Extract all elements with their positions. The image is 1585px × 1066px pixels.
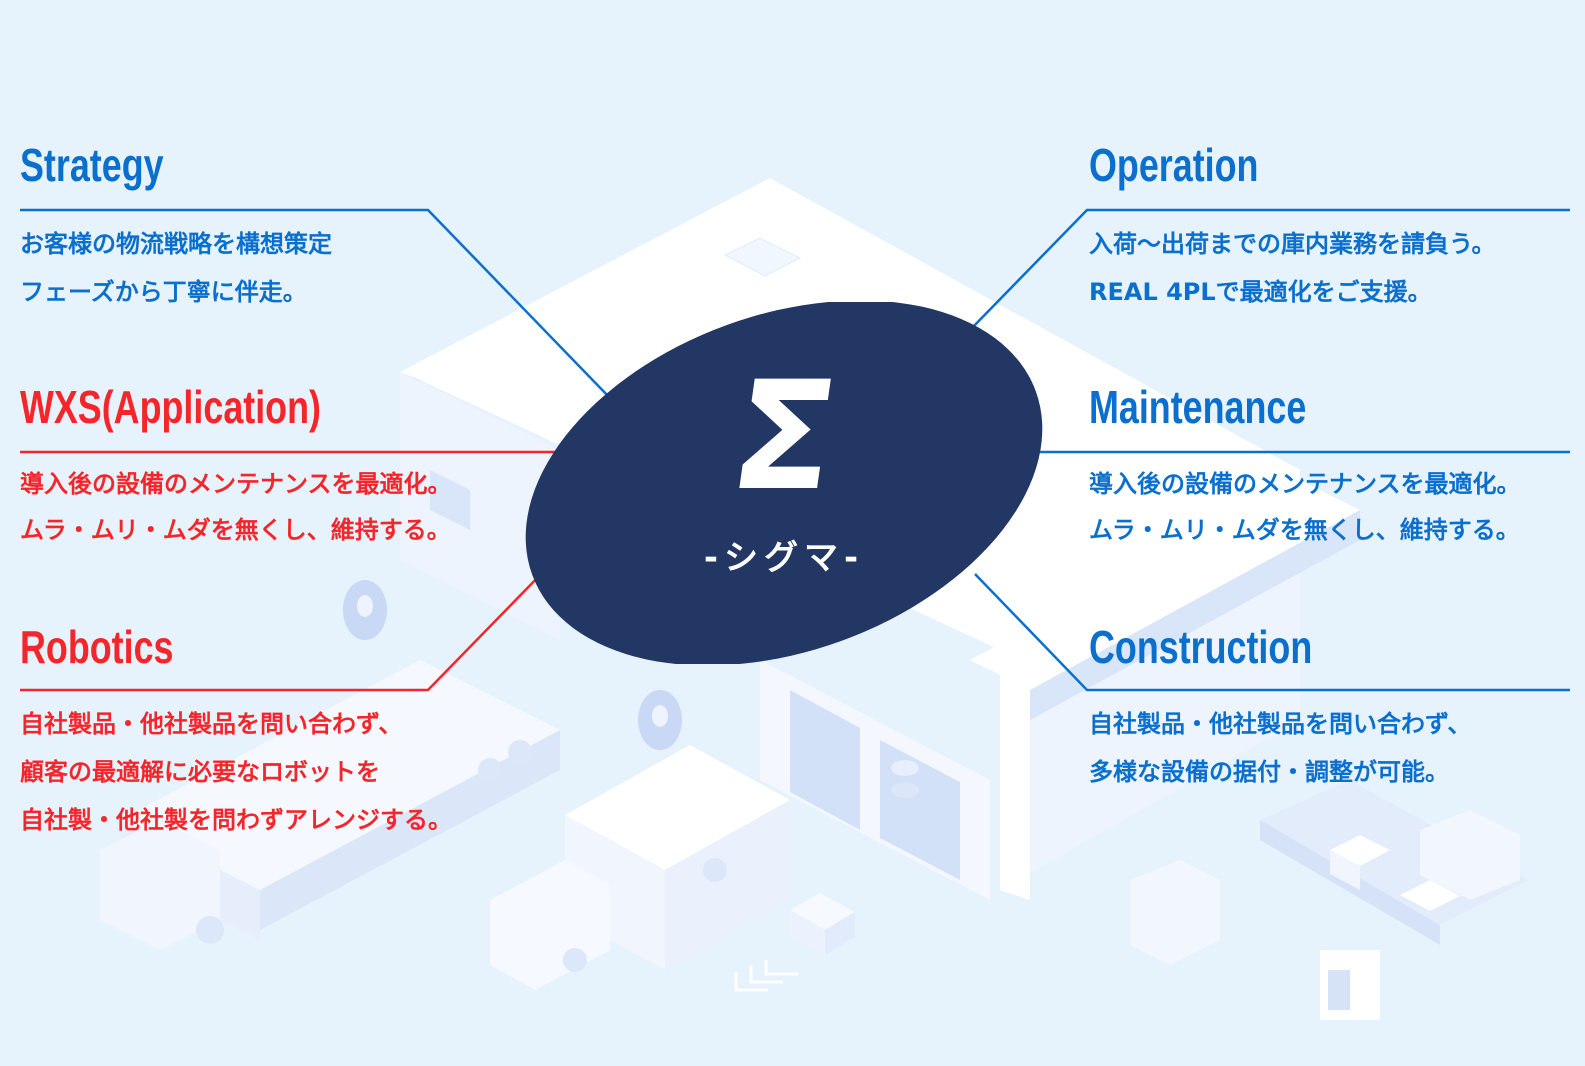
section-title-operation: Operation	[1089, 139, 1259, 191]
sigma-badge: Σ -シグマ-	[522, 302, 1046, 664]
section-title-strategy: Strategy	[20, 139, 164, 191]
sigma-symbol-icon: Σ	[720, 350, 848, 524]
section-desc-construction-line-2: 多様な設備の据付・調整が可能。	[1089, 758, 1449, 786]
section-maintenance: Maintenance 導入後の設備のメンテナンスを最適化。 ムラ・ムリ・ムダを…	[1089, 381, 1521, 544]
section-desc-operation-line-2: REAL 4PLで最適化をご支援。	[1089, 278, 1432, 306]
strategy-connector	[20, 208, 611, 399]
section-desc-robotics-line-1: 自社製品・他社製品を問い合わず、	[20, 710, 403, 738]
section-robotics: Robotics 自社製品・他社製品を問い合わず、 顧客の最適解に必要なロボット…	[20, 621, 452, 834]
section-strategy: Strategy お客様の物流戦略を構想策定 フェーズから丁寧に伴走。	[20, 139, 332, 306]
section-desc-strategy-line-1: お客様の物流戦略を構想策定	[20, 230, 332, 258]
section-title-maintenance: Maintenance	[1089, 381, 1307, 433]
section-desc-robotics-line-2: 顧客の最適解に必要なロボットを	[20, 758, 380, 786]
section-construction: Construction 自社製品・他社製品を問い合わず、 多様な設備の据付・調…	[1089, 621, 1471, 786]
section-desc-maintenance-line-2: ムラ・ムリ・ムダを無くし、維持する。	[1089, 516, 1520, 544]
section-desc-wxs-line-1: 導入後の設備のメンテナンスを最適化。	[20, 470, 452, 498]
section-title-robotics: Robotics	[20, 621, 174, 673]
section-operation: Operation 入荷～出荷までの庫内業務を請負う。 REAL 4PLで最適化…	[1089, 139, 1496, 306]
section-desc-operation-line-1: 入荷～出荷までの庫内業務を請負う。	[1089, 230, 1496, 258]
section-desc-construction-line-1: 自社製品・他社製品を問い合わず、	[1089, 710, 1472, 738]
section-title-wxs: WXS(Application)	[20, 381, 321, 433]
section-desc-robotics-line-3: 自社製・他社製を問わずアレンジする。	[20, 806, 452, 834]
section-desc-maintenance-line-1: 導入後の設備のメンテナンスを最適化。	[1089, 470, 1521, 498]
section-title-construction: Construction	[1089, 621, 1313, 673]
scroll-down-button[interactable]	[734, 960, 804, 1000]
badge-ellipse	[525, 302, 1043, 664]
scroll-down-chevrons-icon	[734, 960, 798, 992]
sigma-label: -シグマ-	[703, 538, 865, 578]
section-wxs-application: WXS(Application) 導入後の設備のメンテナンスを最適化。 ムラ・ム…	[20, 381, 452, 544]
section-desc-strategy-line-2: フェーズから丁寧に伴走。	[20, 278, 307, 306]
operation-connector	[969, 208, 1570, 331]
section-desc-wxs-line-2: ムラ・ムリ・ムダを無くし、維持する。	[20, 516, 451, 544]
robotics-connector	[20, 569, 546, 692]
construction-connector	[974, 573, 1570, 692]
